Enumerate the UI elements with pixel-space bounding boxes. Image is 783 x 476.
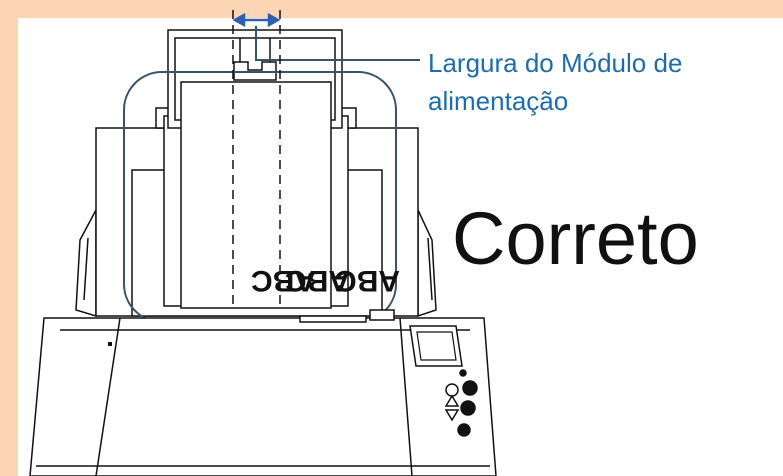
scanner-body (29, 309, 497, 476)
callout-label: Largura do Módulo de alimentação (428, 44, 768, 120)
lcd-panel (409, 325, 463, 367)
side-mark (108, 342, 112, 346)
sheet-text-right: ABC (335, 264, 400, 297)
status-led-icon (459, 369, 467, 377)
callout-pointer (255, 26, 420, 61)
sheet-text-front: ABC (251, 264, 316, 297)
sheet-texts: ABC ABC ABC (251, 264, 400, 297)
status-correct-label: Correto (452, 197, 699, 280)
width-arrow-icon (232, 12, 281, 28)
menu-icon[interactable] (460, 400, 476, 416)
power-icon[interactable] (457, 423, 471, 437)
down-icon[interactable] (444, 409, 460, 422)
document-sheet (180, 81, 332, 309)
stop-icon[interactable] (445, 383, 459, 397)
control-buttons[interactable] (444, 369, 478, 437)
up-icon[interactable] (444, 394, 460, 407)
sheet-text-back: ABC (285, 264, 350, 297)
callout-line-1: Largura do Módulo de (428, 48, 683, 78)
chute-arms (75, 209, 437, 318)
callout-line-2: alimentação (428, 86, 569, 116)
scan-icon[interactable] (462, 380, 478, 396)
